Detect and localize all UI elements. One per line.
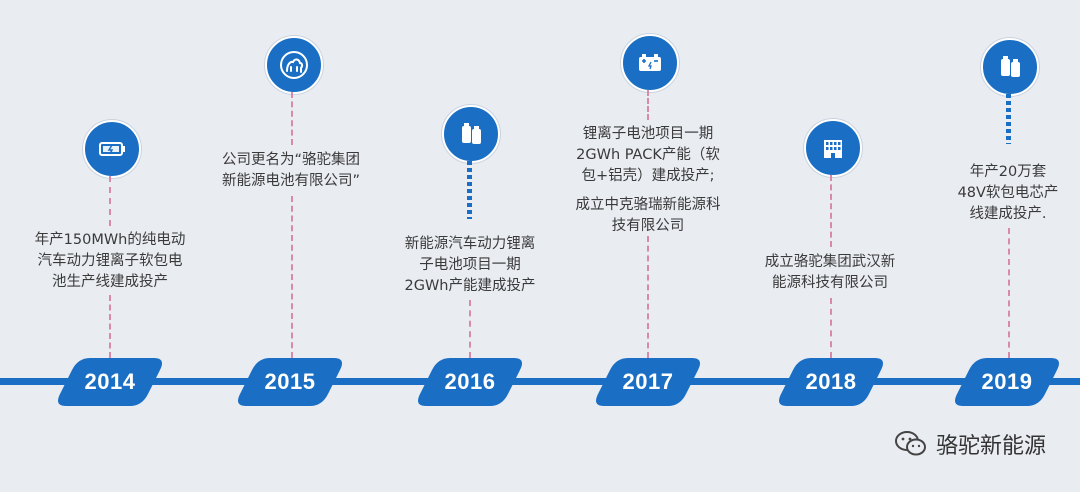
year-pill-2014: 2014 xyxy=(54,358,166,406)
desc-line: 池生产线建成投产 xyxy=(52,274,168,290)
milestone-desc-2017: 锂离子电池项目一期 2GWh PACK产能（软 包+铝壳）建成投产; 成立中克骆… xyxy=(548,124,748,237)
milestone-desc-2015: 公司更名为“骆驼集团 新能源电池有限公司” xyxy=(191,150,391,192)
connector-line xyxy=(1008,228,1010,358)
connector-line xyxy=(469,300,471,358)
timeline-axis xyxy=(0,378,1080,385)
year-label: 2016 xyxy=(444,369,496,394)
year-label: 2017 xyxy=(622,369,674,394)
connector-line xyxy=(109,176,111,226)
camel-logo-icon xyxy=(265,36,323,94)
desc-line: 线建成投产. xyxy=(969,206,1047,222)
desc-line: 技有限公司 xyxy=(611,218,685,234)
desc-line: 年产20万套 xyxy=(969,164,1047,180)
year-label: 2018 xyxy=(805,369,857,394)
milestone-desc-2014: 年产150MWh的纯电动 汽车动力锂离子软包电 池生产线建成投产 xyxy=(10,230,210,293)
connector-line xyxy=(647,90,649,120)
connector-line xyxy=(291,196,293,358)
year-pill-2015: 2015 xyxy=(234,358,346,406)
connector-line xyxy=(109,295,111,358)
watermark: 骆驼新能源 xyxy=(894,428,1046,460)
year-pill-2017: 2017 xyxy=(592,358,704,406)
building-icon xyxy=(804,119,862,177)
year-label: 2015 xyxy=(264,369,316,394)
connector-line xyxy=(830,298,832,358)
battery-cells-icon xyxy=(981,38,1039,96)
desc-line: 包+铝壳）建成投产; xyxy=(581,168,715,184)
connector-line xyxy=(830,175,832,247)
year-pill-2016: 2016 xyxy=(414,358,526,406)
connector-line xyxy=(291,92,293,145)
desc-line: 成立中克骆瑞新能源科 xyxy=(575,197,721,213)
dotted-connector xyxy=(467,161,472,219)
desc-line: 2GWh产能建成投产 xyxy=(404,278,536,294)
battery-cells-icon xyxy=(442,105,500,163)
milestone-desc-2016: 新能源汽车动力锂离 子电池项目一期 2GWh产能建成投产 xyxy=(370,234,570,297)
milestone-desc-2019: 年产20万套 48V软包电芯产 线建成投产. xyxy=(908,162,1080,225)
milestone-desc-2018: 成立骆驼集团武汉新 能源科技有限公司 xyxy=(730,252,930,294)
desc-line: 子电池项目一期 xyxy=(419,257,521,273)
desc-line: 48V软包电芯产 xyxy=(957,185,1059,201)
desc-line: 新能源汽车动力锂离 xyxy=(404,236,536,252)
dotted-connector xyxy=(1006,94,1011,144)
battery-icon xyxy=(83,120,141,178)
year-label: 2014 xyxy=(84,369,136,394)
desc-line: 年产150MWh的纯电动 xyxy=(34,232,186,248)
watermark-text: 骆驼新能源 xyxy=(935,434,1046,459)
desc-line: 汽车动力锂离子软包电 xyxy=(37,253,183,269)
wechat-icon xyxy=(894,431,926,456)
year-pill-2018: 2018 xyxy=(775,358,887,406)
desc-line: 锂离子电池项目一期 xyxy=(582,126,714,142)
desc-line: 能源科技有限公司 xyxy=(772,275,888,291)
year-pill-2019: 2019 xyxy=(951,358,1063,406)
desc-line: 新能源电池有限公司” xyxy=(221,173,360,189)
year-label: 2019 xyxy=(981,369,1033,394)
connector-line xyxy=(647,236,649,358)
car-battery-icon xyxy=(621,34,679,92)
desc-line: 公司更名为“骆驼集团 xyxy=(221,152,360,168)
desc-line: 2GWh PACK产能（软 xyxy=(576,147,720,163)
desc-line: 成立骆驼集团武汉新 xyxy=(764,254,896,270)
